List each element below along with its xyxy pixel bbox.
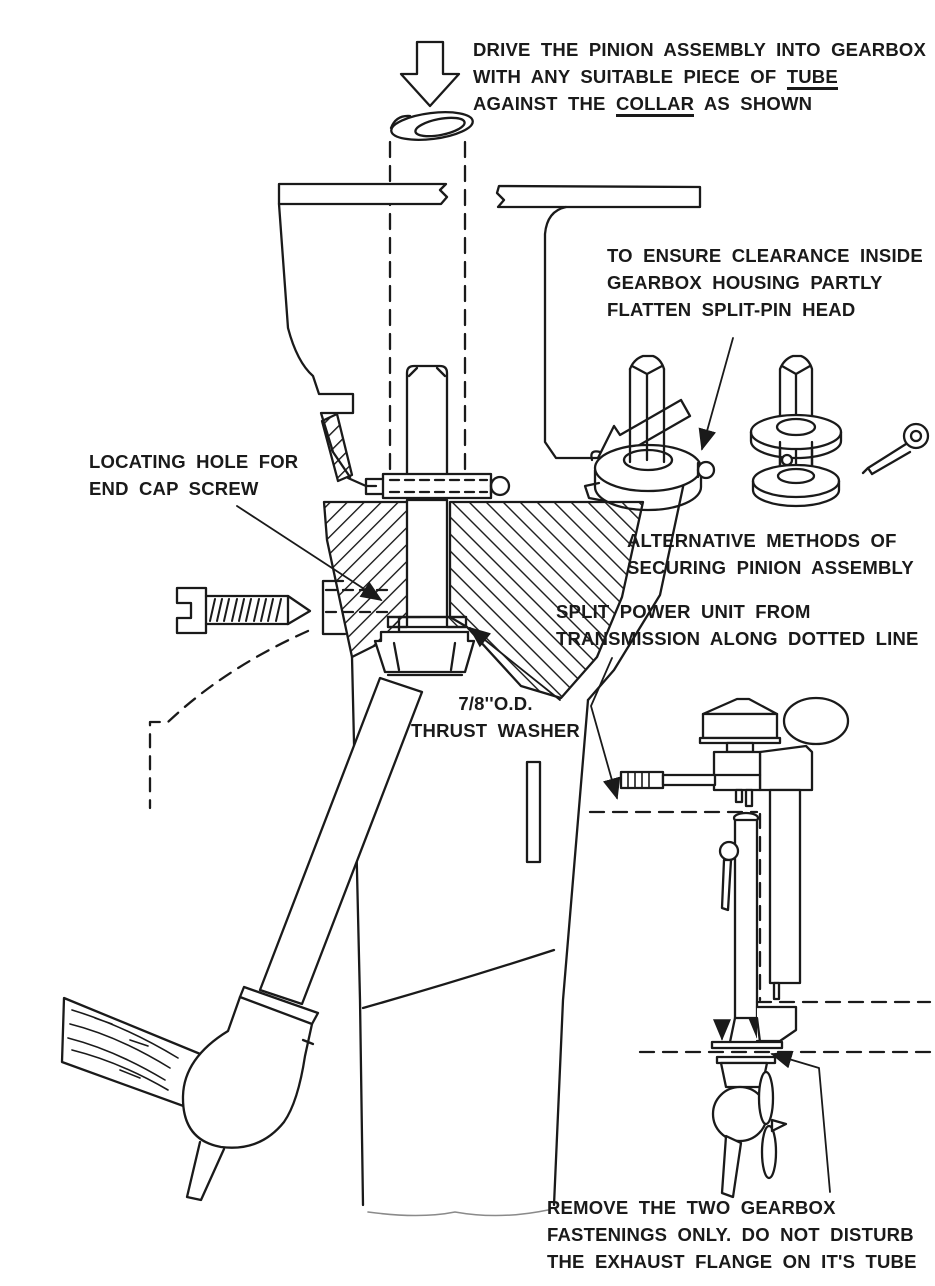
label-thrust-washer: 7/8''O.D. THRUST WASHER (411, 693, 580, 741)
end-cap-screw (175, 579, 394, 636)
pinion-collar (364, 472, 511, 500)
gearcase-bullet (181, 985, 320, 1202)
label-ensure-clearance: TO ENSURE CLEARANCE INSIDE GEARBOX HOUSI… (607, 245, 923, 320)
pinion-collar-assembly (583, 354, 716, 512)
drift-tube (258, 676, 424, 1006)
label-alternative-methods: ALTERNATIVE METHODS OF SECURING PINION A… (627, 530, 914, 578)
power-unit-split-line (148, 629, 310, 810)
outboard-side-view (588, 696, 932, 1199)
label-remove-fastenings: REMOVE THE TWO GEARBOX FASTENINGS ONLY. … (547, 1197, 917, 1272)
drive-pinion-line1: DRIVE THE PINION ASSEMBLY INTO GEARBOX (473, 39, 927, 60)
pinion-shaft (405, 364, 449, 619)
label-locating-hole: LOCATING HOLE FOR END CAP SCREW (89, 451, 299, 499)
pinion-washer-assembly (749, 354, 843, 508)
label-split-power-unit: SPLIT POWER UNIT FROM TRANSMISSION ALONG… (556, 601, 919, 649)
cotter-pin (861, 422, 930, 476)
label-drive-pinion: DRIVE THE PINION ASSEMBLY INTO GEARBOX W… (473, 36, 926, 117)
drive-direction-arrow (399, 40, 461, 108)
thrust-washer-and-pinion-gear (373, 615, 476, 677)
